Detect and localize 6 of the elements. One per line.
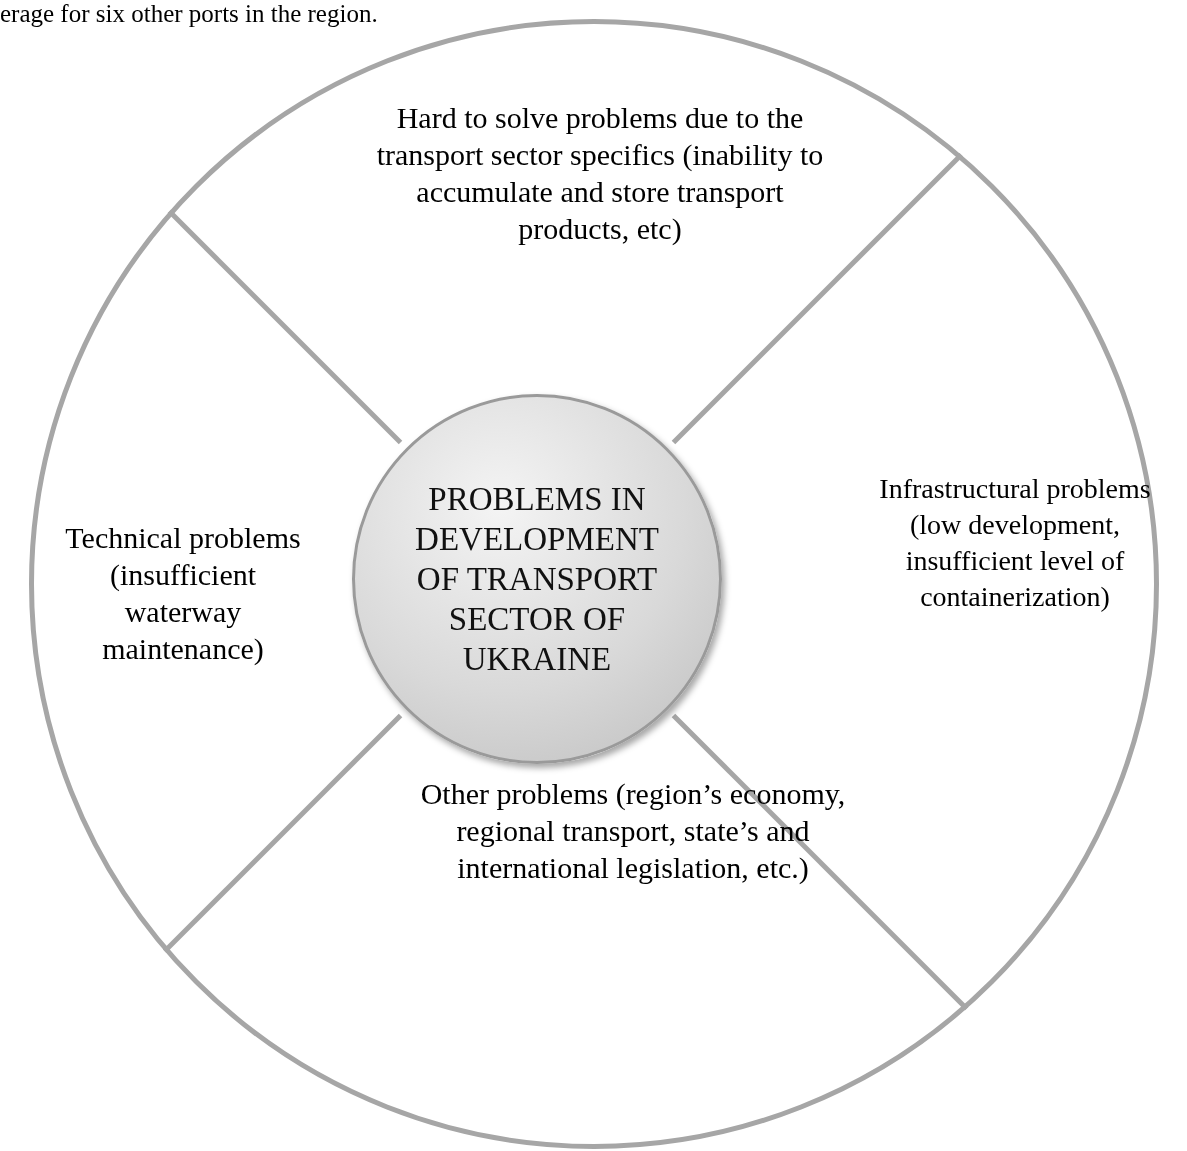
sector-text: Other problems (region’s economy, regional transport, state’s and international legislation, etc.): [419, 776, 847, 886]
sector-text: Hard to solve problems due to the transport sector specifics (inability to accumulate and store transport products, etc): [375, 100, 825, 247]
body-text-line: erage for six other ports in the region.: [0, 0, 378, 28]
sector-text: Infrastructural problems (low development, insufficient level of containerization): [878, 472, 1152, 614]
sector-text: Technical problems (insufficient waterway maintenance): [64, 520, 302, 667]
center-title: PROBLEMS IN DEVELOPMENT OF TRANSPORT SECTOR OF UKRAINE: [414, 480, 660, 679]
